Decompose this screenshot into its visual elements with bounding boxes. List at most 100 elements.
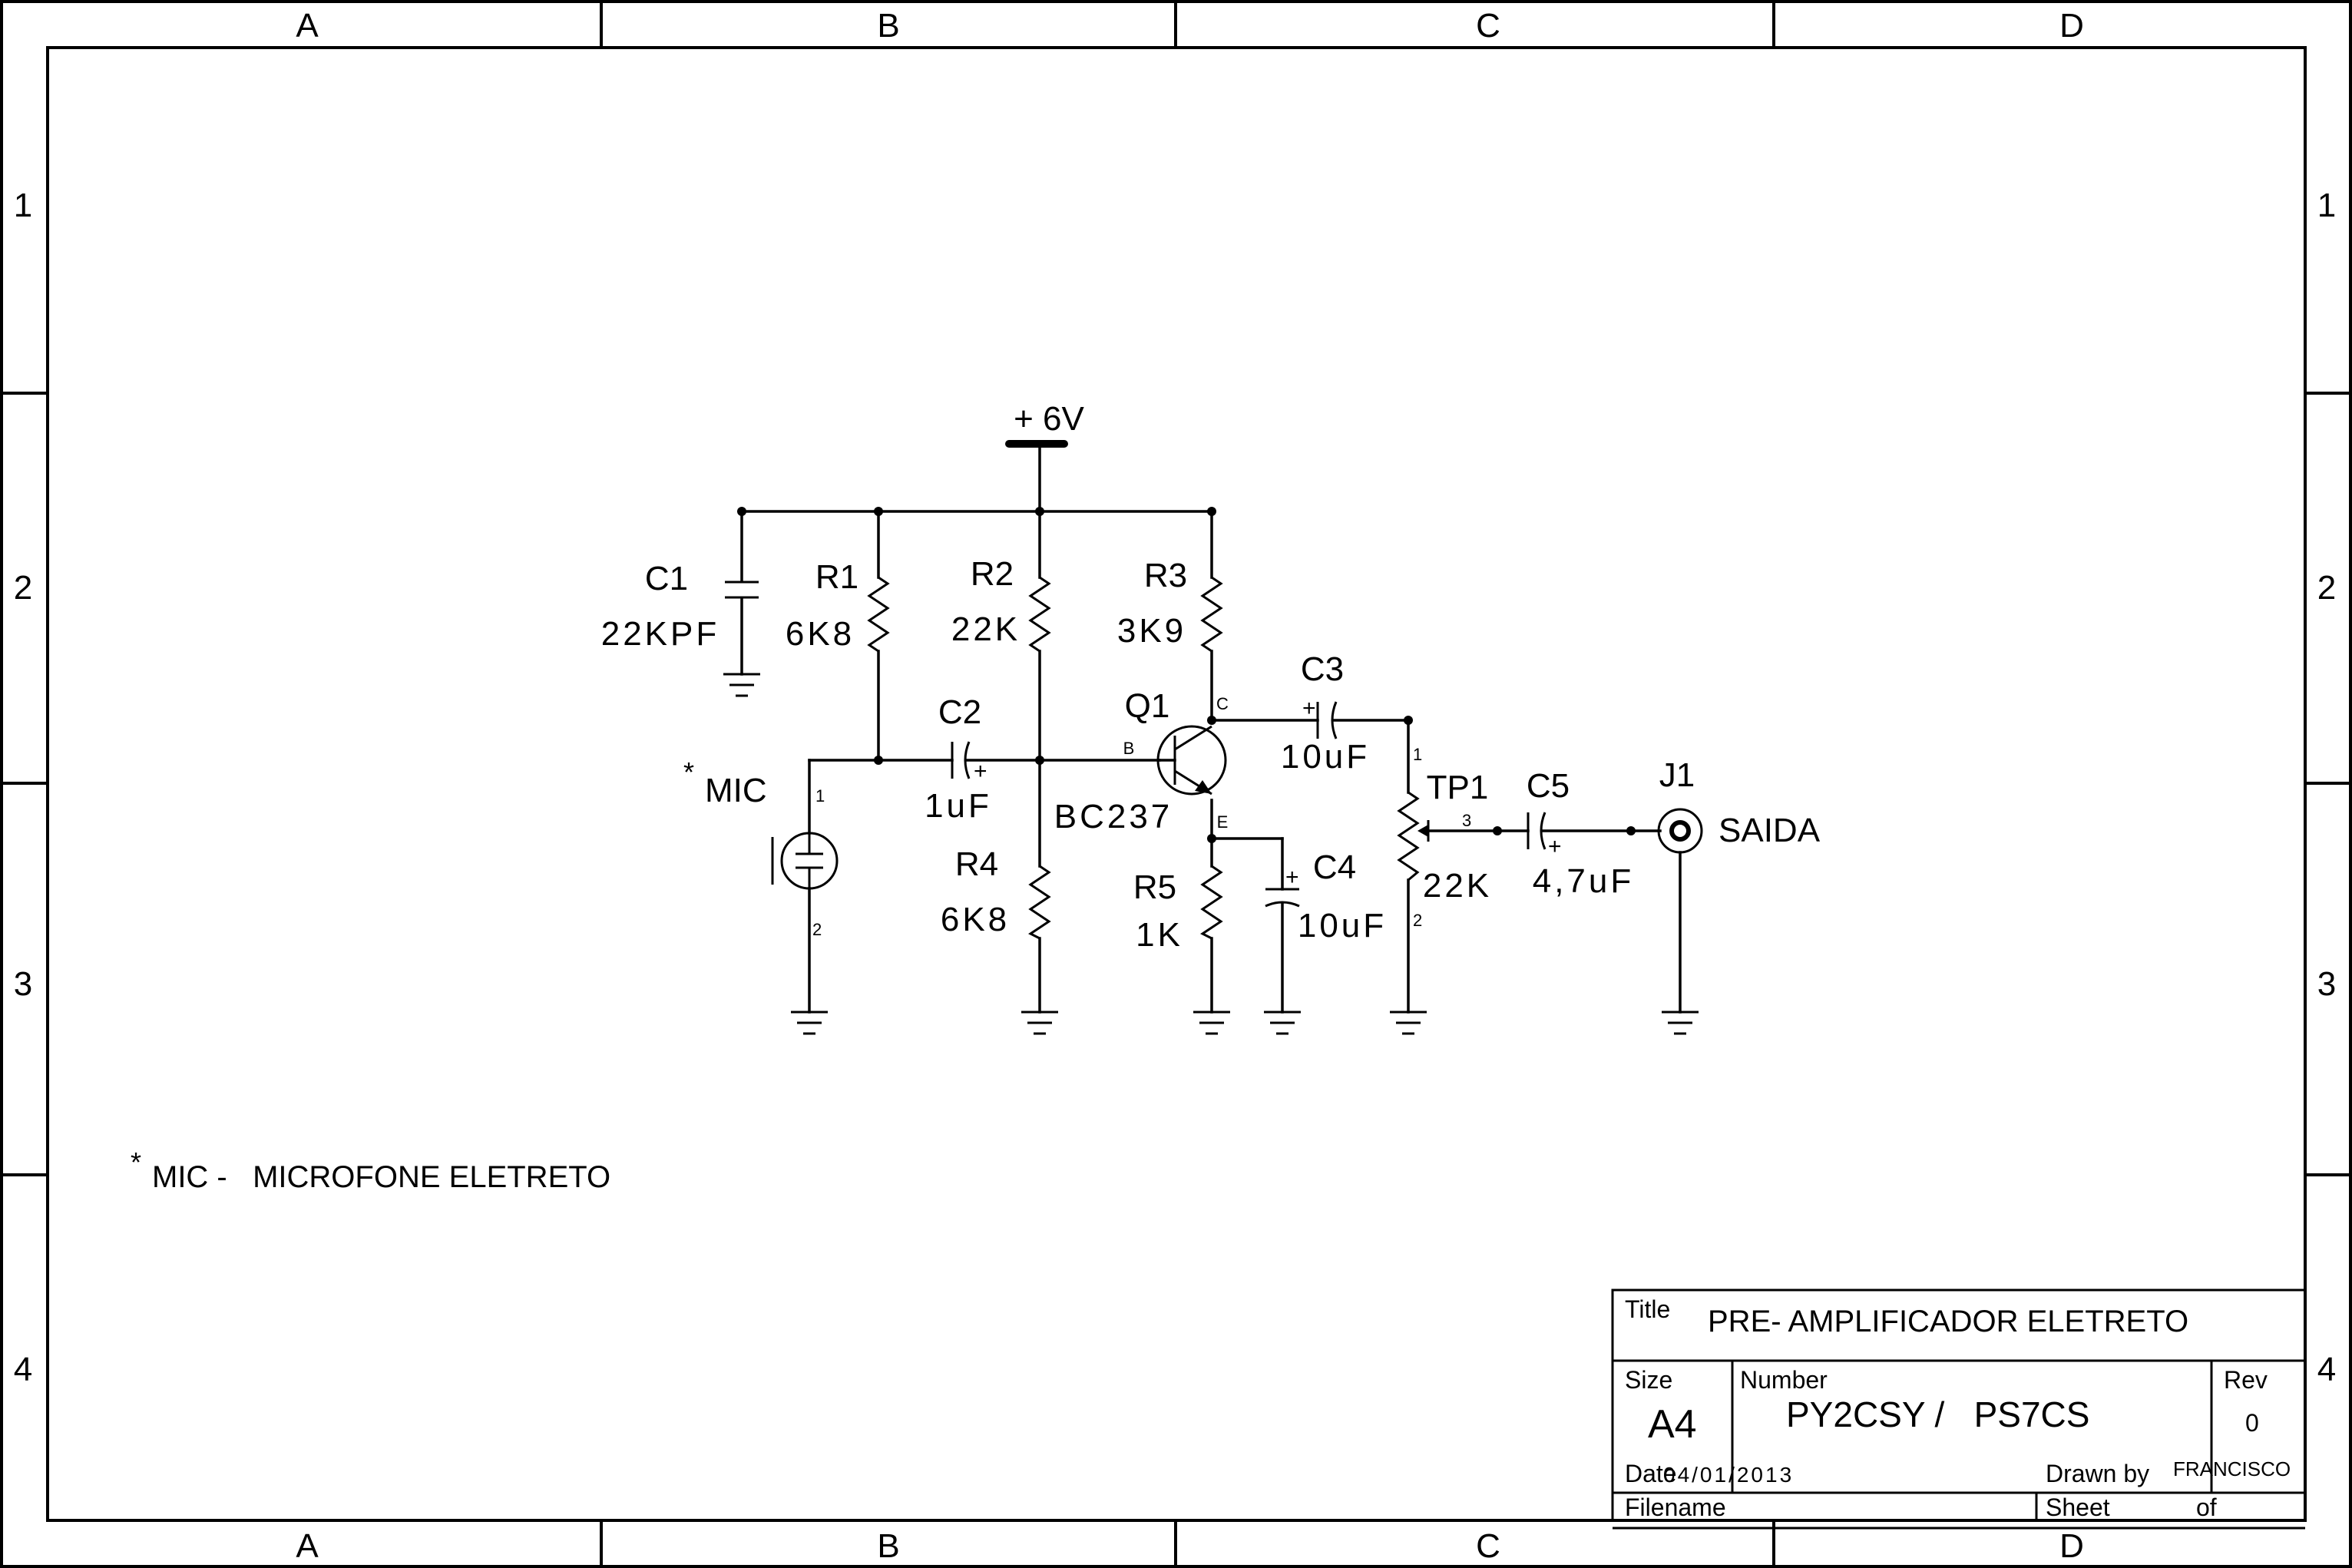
title-block: Title PRE- AMPLIFICADOR ELETRETO Size A4… — [1611, 1288, 2307, 1530]
col-label-b-bottom: B — [877, 1527, 899, 1565]
output-jack-j1: J1 SAIDA — [1657, 756, 1821, 854]
ground-symbols — [723, 673, 1699, 1035]
mic-ref: MIC — [705, 772, 767, 809]
ground-icon — [791, 1011, 828, 1035]
r4-value: 6K8 — [941, 901, 1010, 938]
junction-dot — [1035, 756, 1044, 765]
capacitor-c2: + C2 1uF — [925, 693, 992, 825]
c5-ref: C5 — [1527, 767, 1570, 805]
capacitor-c3: + C3 10uF — [1281, 650, 1370, 776]
ground-icon — [1193, 1011, 1230, 1035]
junction-dot — [737, 507, 746, 516]
r1-value: 6K8 — [786, 615, 855, 653]
r5-value: 1K — [1136, 916, 1183, 954]
r4-ref: R4 — [955, 845, 998, 883]
col-label-a-top: A — [296, 7, 319, 45]
col-label-a-bottom: A — [296, 1527, 319, 1565]
c1-ref: C1 — [645, 560, 688, 597]
row-label-2-right: 2 — [2317, 569, 2336, 607]
footnote: * MIC - MICROFONE ELETRETO — [131, 1146, 610, 1194]
row-label-4-left: 4 — [14, 1351, 32, 1388]
row-label-1-left: 1 — [14, 187, 32, 224]
row-label-2-left: 2 — [14, 569, 32, 607]
r1-ref: R1 — [815, 558, 858, 596]
col-label-c-bottom: C — [1476, 1527, 1500, 1565]
junction-dot — [874, 507, 883, 516]
r2-value: 22K — [951, 610, 1021, 648]
mic-pin1: 1 — [815, 786, 825, 806]
trimpot-tp1: TP1 22K 1 2 3 — [1397, 745, 1492, 930]
junction-dot — [1626, 826, 1636, 835]
ground-icon — [723, 673, 760, 697]
col-label-d-bottom: D — [2059, 1527, 2084, 1565]
junctions — [737, 507, 1636, 843]
ground-icon — [1390, 1011, 1427, 1035]
capacitor-c5: + C5 4,7uF — [1527, 767, 1635, 900]
rev-value: 0 — [2245, 1409, 2259, 1437]
junction-dot — [1404, 716, 1413, 725]
zone-labels: A B C D A B C D 1 2 3 4 1 2 3 4 — [14, 7, 2336, 1565]
title-label: Title — [1625, 1295, 1670, 1323]
junction-dot — [1207, 716, 1216, 725]
tp1-value: 22K — [1423, 867, 1492, 905]
sheet-label: Sheet — [2046, 1494, 2110, 1521]
c3-value: 10uF — [1281, 738, 1370, 776]
number-label: Number — [1740, 1366, 1828, 1394]
c5-plus: + — [1548, 834, 1562, 859]
row-label-1-right: 1 — [2317, 187, 2336, 224]
size-value: A4 — [1648, 1402, 1697, 1447]
resistor-r2: R2 22K — [951, 555, 1051, 653]
c4-ref: C4 — [1313, 849, 1356, 886]
j1-value: SAIDA — [1719, 812, 1821, 849]
rev-label: Rev — [2224, 1366, 2268, 1394]
c2-value: 1uF — [925, 787, 992, 825]
filename-label: Filename — [1625, 1494, 1726, 1521]
c1-value: 22KPF — [601, 615, 720, 653]
capacitor-c4: + C4 10uF — [1265, 849, 1387, 944]
drawn-by-label: Drawn by — [2046, 1460, 2149, 1487]
tp1-pin3: 3 — [1462, 811, 1471, 830]
of-label: of — [2196, 1494, 2217, 1521]
resistor-r3: R3 3K9 — [1117, 557, 1223, 653]
col-label-d-top: D — [2059, 7, 2084, 45]
mic-star: * — [683, 756, 694, 788]
row-label-3-left: 3 — [14, 965, 32, 1003]
col-label-c-top: C — [1476, 7, 1500, 45]
r3-value: 3K9 — [1117, 612, 1186, 650]
supply-rail: + 6V — [740, 400, 1213, 513]
junction-dot — [1035, 507, 1044, 516]
row-label-3-right: 3 — [2317, 965, 2336, 1003]
tp1-pin2: 2 — [1413, 911, 1422, 930]
tp1-ref: TP1 — [1427, 769, 1489, 806]
transistor-q1: Q1 BC237 B C E — [1054, 687, 1229, 835]
c3-plus: + — [1302, 696, 1316, 721]
row-label-4-right: 4 — [2317, 1351, 2336, 1388]
ground-icon — [1662, 1011, 1699, 1035]
r5-ref: R5 — [1133, 868, 1176, 906]
junction-dot — [1207, 834, 1216, 843]
r2-ref: R2 — [971, 555, 1014, 593]
q1-value: BC237 — [1054, 798, 1173, 835]
junction-dot — [1493, 826, 1502, 835]
drawn-by-value: FRANCISCO — [2173, 1457, 2291, 1480]
c3-ref: C3 — [1301, 650, 1344, 688]
q1-pin-e: E — [1217, 812, 1229, 832]
supply-label: + 6V — [1014, 400, 1084, 438]
ground-icon — [1021, 1011, 1058, 1035]
ground-icon — [1264, 1011, 1301, 1035]
c5-value: 4,7uF — [1533, 862, 1635, 900]
j1-ref: J1 — [1659, 756, 1695, 794]
c2-plus: + — [974, 759, 987, 784]
c4-value: 10uF — [1298, 907, 1387, 944]
mic-pin2: 2 — [812, 920, 822, 939]
resistor-r1: R1 6K8 — [786, 558, 890, 653]
title-value: PRE- AMPLIFICADOR ELETRETO — [1708, 1305, 2188, 1338]
c2-ref: C2 — [938, 693, 981, 731]
size-label: Size — [1625, 1366, 1672, 1394]
c4-plus: + — [1285, 865, 1299, 890]
footnote-star: * — [131, 1146, 141, 1178]
col-label-b-top: B — [877, 7, 899, 45]
q1-pin-b: B — [1123, 739, 1135, 758]
